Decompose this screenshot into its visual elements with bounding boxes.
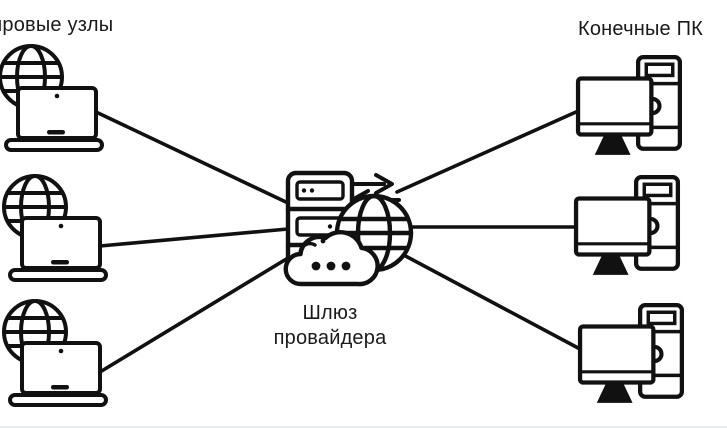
gateway-label: Шлюз провайдера — [249, 301, 411, 351]
end-pc-1 — [578, 57, 680, 154]
end-pc-2 — [576, 177, 678, 274]
connection-line — [395, 110, 578, 194]
gateway-label-line2: провайдера — [273, 327, 387, 349]
cloud-icon — [283, 230, 380, 287]
world-node-2 — [2, 174, 108, 282]
bottom-edge-strip — [0, 426, 727, 428]
end-pc-3 — [580, 305, 682, 402]
world-node-3 — [2, 299, 108, 407]
provider-gateway-icon — [283, 170, 414, 287]
connection-line — [94, 110, 290, 205]
connection-lines — [94, 110, 582, 374]
gateway-label-line1: Шлюз — [302, 302, 358, 324]
world-nodes-label: ировые узлы — [0, 14, 114, 36]
connection-line — [98, 253, 295, 374]
connection-line — [98, 227, 290, 248]
end-pcs-label: Конечные ПК — [578, 18, 704, 40]
world-node-1 — [0, 44, 104, 152]
connection-line — [396, 250, 582, 351]
